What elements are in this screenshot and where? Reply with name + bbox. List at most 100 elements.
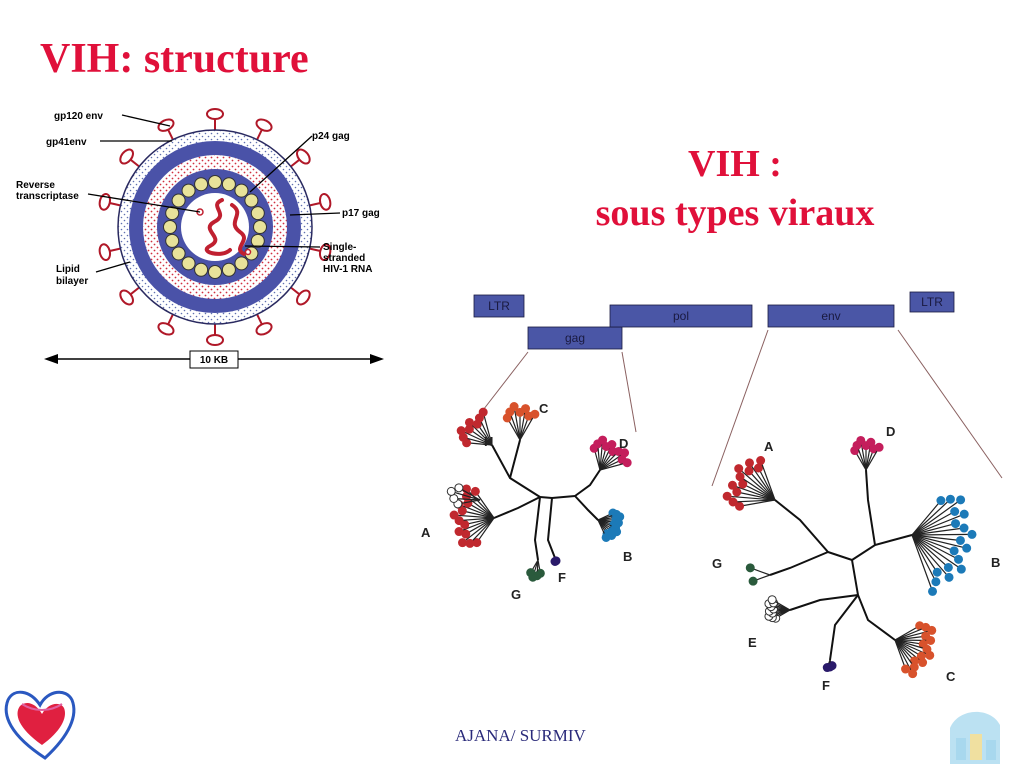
env-subtype-a-branch xyxy=(760,460,776,501)
env-subtype-g-leaf xyxy=(745,563,755,573)
env-subtype-c-leaf xyxy=(927,625,937,635)
tree-env-leaves xyxy=(722,435,977,679)
gag-subtype-a-leaf xyxy=(458,538,468,548)
env-subtype-a-branch xyxy=(732,484,776,501)
gp120-knob xyxy=(318,192,332,211)
env-subtype-a-leaf xyxy=(756,456,766,466)
gag-subtype-a-branch xyxy=(462,510,495,519)
env-subtype-a-leaf xyxy=(744,466,754,476)
env-subtype-a-branch xyxy=(739,476,776,501)
env-subtype-b-branch xyxy=(911,534,949,568)
scale-bar-label: 10 KB xyxy=(200,355,228,366)
capsid-bead xyxy=(171,246,186,261)
gag-subtype-a-branch xyxy=(465,517,495,535)
env-subtype-b-leaf xyxy=(967,529,977,539)
centre-logo xyxy=(950,711,1000,764)
gene-gag-label: gag xyxy=(565,331,585,345)
env-subtype-a-branch xyxy=(748,462,776,501)
gag-subtype-a-leaf xyxy=(470,486,480,496)
env-subtype-a-leaf xyxy=(735,472,745,482)
gag-subtype-a-leaf xyxy=(449,510,459,520)
footer-author: AJANA/ SURMIV xyxy=(455,726,586,745)
slide-title: VIH: structure xyxy=(40,36,309,82)
gp120-knob xyxy=(206,108,224,120)
gag-subtype-c-branch xyxy=(509,411,521,441)
gene-ltr-right xyxy=(909,291,955,313)
capsid-bead xyxy=(171,193,186,208)
env-subtype-b-branch xyxy=(911,533,973,536)
gp120-knob xyxy=(119,148,134,165)
env-subtype-c-branch xyxy=(894,639,922,657)
env-subtype-b-branch xyxy=(911,499,961,536)
env-subtype-c-branch xyxy=(894,639,928,650)
gag-subtype-a-branch xyxy=(476,517,495,543)
tree-env-clade-g: G xyxy=(712,556,722,571)
gene-ltr-left xyxy=(473,294,525,318)
capsid-bead xyxy=(234,183,249,198)
gag-subtype-h-branch xyxy=(469,428,493,446)
env-subtype-b-leaf xyxy=(944,572,954,582)
env-subtype-b-leaf xyxy=(945,494,955,504)
gp120-knob xyxy=(119,289,134,306)
env-subtype-c-branch xyxy=(894,635,926,641)
capsid-bead xyxy=(208,175,222,189)
gag-subtype-a-branch xyxy=(459,517,495,522)
gene-ltr-left-label: LTR xyxy=(488,299,510,313)
env-subtype-b-leaf xyxy=(956,495,966,505)
label-gp120: gp120 env xyxy=(54,111,103,122)
gag-subtype-a-open-branch xyxy=(451,490,481,501)
tree-env-clade-f: F xyxy=(822,678,830,693)
gag-subtype-a-branch xyxy=(469,517,495,544)
env-subtype-b-leaf xyxy=(956,564,966,574)
gene-env xyxy=(767,304,895,328)
env-subtype-b-branch xyxy=(911,534,950,578)
label-p24: p24 gag xyxy=(312,131,350,142)
env-subtype-c-leaf xyxy=(908,669,918,679)
gag-subtype-a-branch xyxy=(474,491,495,519)
tree-gag-clade-a: A xyxy=(421,525,431,540)
gag-subtype-h-branch xyxy=(463,436,493,446)
capsid-bead xyxy=(244,193,259,208)
tree-gag-leaves xyxy=(446,402,632,582)
gag-subtype-d-leaf xyxy=(622,458,632,468)
capsid-bead xyxy=(208,265,222,279)
env-subtype-a-leaf xyxy=(754,463,764,473)
env-subtype-a-leaf xyxy=(728,497,738,507)
capsid-bead xyxy=(221,177,236,192)
capsid-bead xyxy=(250,206,265,221)
env-subtype-a-branch xyxy=(742,483,776,501)
env-subtype-a-leaf xyxy=(744,458,754,468)
reverse-transcriptase-marker-2 xyxy=(244,248,252,256)
gp120-knob xyxy=(255,322,273,336)
env-subtype-b-branch xyxy=(911,534,962,570)
env-subtype-b-branch xyxy=(911,534,937,583)
gag-subtype-c-branch xyxy=(519,413,536,441)
gag-subtype-c-leaf xyxy=(509,402,519,412)
gag-subtype-h-branch xyxy=(482,412,493,446)
tree-gag-clade-h: H xyxy=(484,434,493,449)
env-subtype-a-branch xyxy=(739,499,776,507)
gag-subtype-c-leaf xyxy=(521,404,531,414)
gag-subtype-a-branch xyxy=(458,517,495,533)
label-p17: p17 gag xyxy=(342,208,380,219)
env-subtype-b-leaf xyxy=(955,535,965,545)
label-reverse-transcriptase-2: transcriptase xyxy=(16,191,79,202)
env-subtype-b-branch xyxy=(911,527,965,536)
env-subtype-c-branch xyxy=(894,639,915,662)
env-subtype-b-leaf xyxy=(962,543,972,553)
virion-diagram: gp120 env gp41env Reverse transcriptase … xyxy=(16,108,384,369)
env-subtype-d-leaf xyxy=(856,435,866,445)
env-subtype-c-leaf xyxy=(901,664,911,674)
subtitle-line-1: VIH : xyxy=(688,143,782,185)
gag-subtype-c-branch xyxy=(513,406,521,441)
gag-subtype-h-leaf xyxy=(456,426,466,436)
subtitle-line-2: sous types viraux xyxy=(595,192,875,235)
env-subtype-b-branch xyxy=(911,513,965,536)
capsid-bead xyxy=(163,220,177,234)
tree-env-clade-e: E xyxy=(748,635,757,650)
env-subtype-c-branch xyxy=(894,639,907,670)
env-subtype-a-branch xyxy=(748,470,776,501)
tree-env-clade-b: B xyxy=(991,555,1000,570)
env-subtype-b-branch xyxy=(911,534,961,542)
